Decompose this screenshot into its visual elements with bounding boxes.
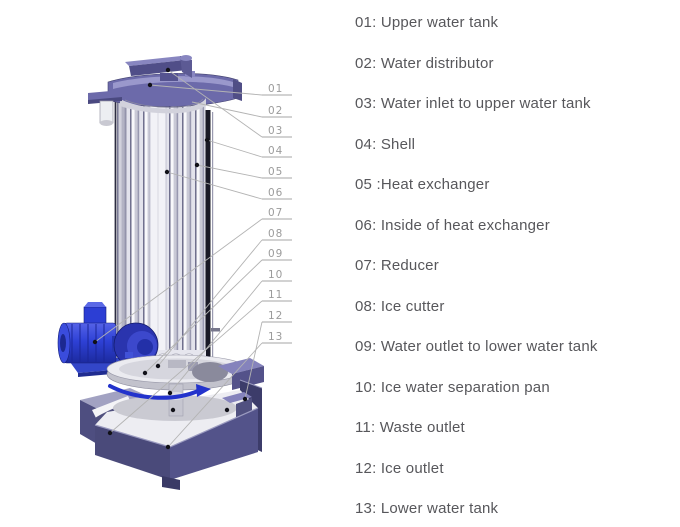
leader-dots <box>92 67 248 450</box>
callout-number: 07 <box>268 207 283 219</box>
callout-number: 13 <box>268 331 283 343</box>
legend-item-11: 11: Waste outlet <box>355 419 465 436</box>
legend-item-05: 05 :Heat exchanger <box>355 176 490 193</box>
legend-item-02: 02: Water distributor <box>355 54 494 72</box>
callout-number: 05 <box>268 166 283 178</box>
water-distributor <box>120 98 206 114</box>
callout-number: 08 <box>268 228 283 240</box>
reducer <box>112 322 159 370</box>
callout-number: 09 <box>268 248 283 260</box>
callout-number: 01 <box>268 83 283 95</box>
legend-list: 01: Upper water tank 02: Water distribut… <box>355 13 671 518</box>
legend-item-10: 10: Ice water separation pan <box>355 378 550 396</box>
legend-item-03: 03: Water inlet to upper water tank <box>355 95 591 112</box>
callouts: 01 02 03 04 05 06 07 08 09 10 11 12 13 <box>262 83 292 344</box>
legend-item-01: 01: Upper water tank <box>355 14 499 31</box>
upper-water-tank <box>107 71 242 107</box>
callout-number: 03 <box>268 125 283 137</box>
callout-number: 04 <box>268 145 283 157</box>
legend-item-09: 09: Water outlet to lower water tank <box>355 338 598 355</box>
lower-water-tank <box>80 358 264 490</box>
legend-item-06: 06: Inside of heat exchanger <box>355 216 550 234</box>
legend-item-07: 07: Reducer <box>355 257 439 274</box>
callout-number: 12 <box>268 310 283 322</box>
legend-item-04: 04: Shell <box>355 135 416 153</box>
callout-number: 11 <box>268 289 283 301</box>
callout-number: 06 <box>268 187 283 199</box>
shell <box>114 100 220 362</box>
callout-number: 02 <box>268 105 283 117</box>
callout-number: 10 <box>268 269 283 281</box>
water-inlet-pipe <box>125 55 192 78</box>
ice-water-separation-pan <box>106 354 248 391</box>
heat-exchanger-tubes <box>117 97 206 358</box>
machine-diagram: 01 02 03 04 05 06 07 08 09 10 11 12 13 <box>57 55 292 490</box>
rotation-arrow-icon <box>108 384 211 400</box>
overflow-bracket <box>88 90 122 126</box>
leader-lines <box>94 69 263 448</box>
legend-item-08: 08: Ice cutter <box>355 297 445 315</box>
legend-item-12: 12: Ice outlet <box>355 459 444 477</box>
legend-item-13: 13: Lower water tank <box>355 500 499 517</box>
